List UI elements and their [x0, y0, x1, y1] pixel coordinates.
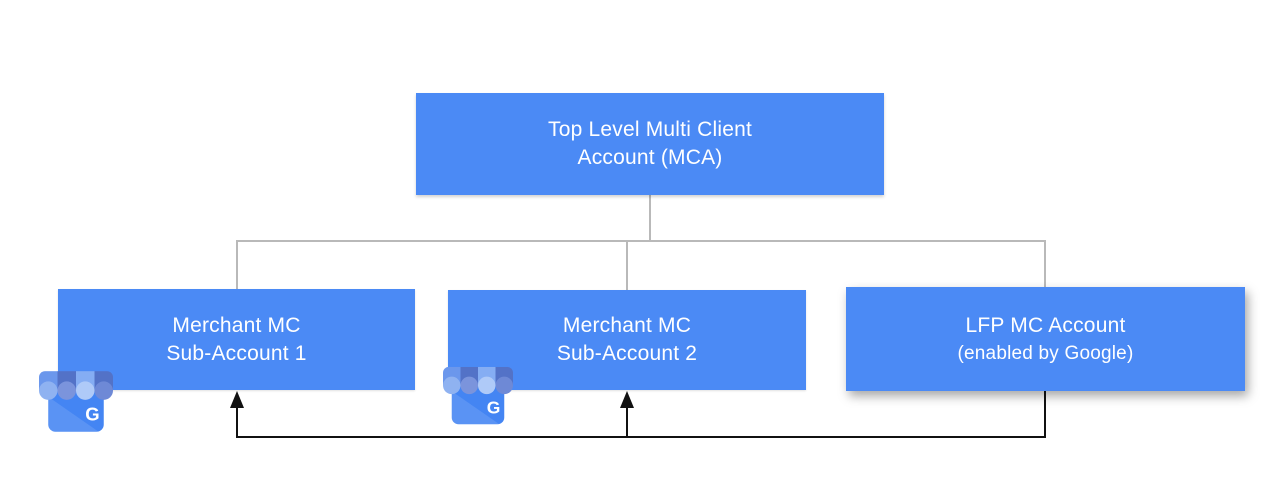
- node-lfp-mc-account: LFP MC Account (enabled by Google): [846, 287, 1245, 391]
- node-label-line2: Sub-Account 1: [166, 341, 307, 365]
- node-label-line1: Merchant MC: [172, 313, 301, 337]
- g-letter: G: [85, 403, 99, 424]
- node-label-line2: (enabled by Google): [957, 342, 1134, 364]
- node-merchant-sub-account-2: Merchant MC Sub-Account 2: [448, 290, 806, 390]
- node-label-line2: Sub-Account 2: [556, 342, 698, 365]
- feedback-line-from-lfp: [1044, 391, 1046, 437]
- google-business-profile-icon: G: [39, 368, 113, 433]
- node-merchant-sub-account-1: Merchant MC Sub-Account 1: [58, 289, 415, 390]
- google-business-profile-icon: G: [443, 364, 513, 425]
- hierarchy-line-drop-sub1: [236, 241, 238, 289]
- hierarchy-line-root-drop: [649, 195, 651, 241]
- node-label-line1: LFP MC Account: [965, 313, 1126, 337]
- hierarchy-line-horizontal: [236, 240, 1046, 242]
- node-label-line2: Account (MCA): [577, 146, 723, 169]
- arrowhead-to-sub1-icon: [230, 391, 244, 408]
- node-label-line1: Top Level Multi Client: [548, 118, 752, 141]
- node-top-level-mca: Top Level Multi Client Account (MCA): [416, 93, 884, 195]
- g-letter: G: [487, 398, 501, 418]
- hierarchy-line-drop-lfp: [1044, 241, 1046, 287]
- hierarchy-line-drop-sub2: [626, 241, 628, 290]
- arrowhead-to-sub2-icon: [620, 391, 634, 408]
- node-label-line1: Merchant MC: [562, 314, 692, 337]
- feedback-line-horizontal: [236, 436, 1046, 438]
- feedback-line-riser-sub1: [236, 406, 238, 437]
- feedback-line-riser-sub2: [626, 406, 628, 437]
